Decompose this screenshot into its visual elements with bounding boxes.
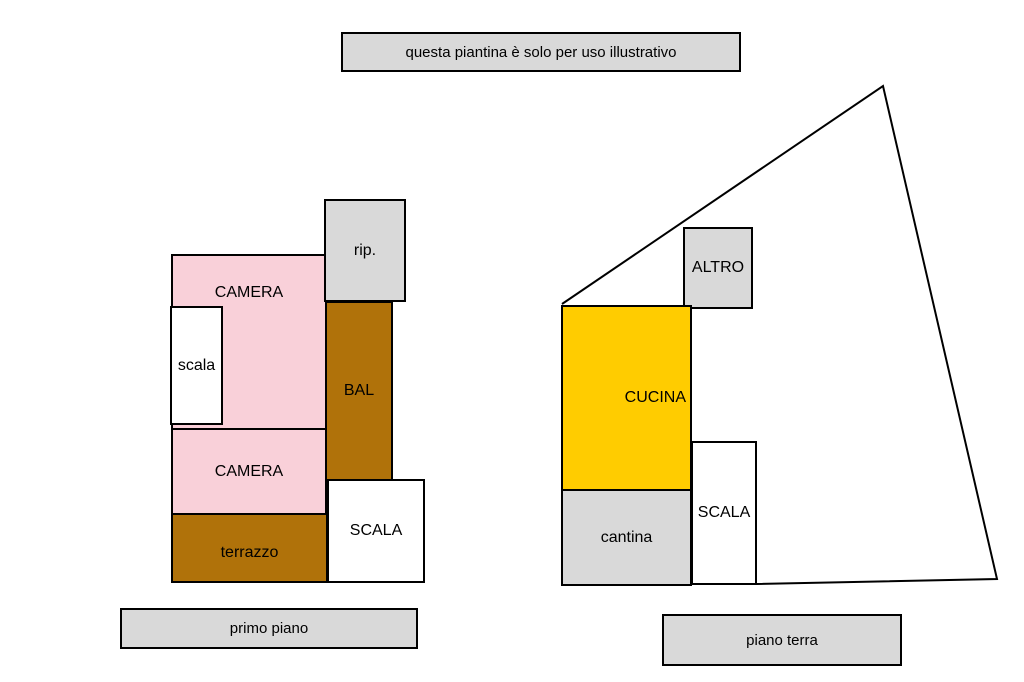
- first-floor-label: primo piano: [120, 608, 418, 649]
- room-altro: ALTRO: [683, 227, 753, 309]
- room-cucina: CUCINA: [561, 305, 692, 491]
- room-scala-small: scala: [170, 306, 223, 425]
- room-terrazzo: terrazzo: [171, 513, 328, 583]
- room-balcone: BAL: [325, 301, 393, 481]
- room-scala-ground-floor: SCALA: [691, 441, 757, 585]
- room-cantina: cantina: [561, 489, 692, 586]
- ground-floor-label: piano terra: [662, 614, 902, 666]
- room-ripostiglio: rip.: [324, 199, 406, 302]
- notice-label: questa piantina è solo per uso illustrat…: [341, 32, 741, 72]
- room-camera-bottom: CAMERA: [171, 428, 327, 516]
- room-scala-first-floor: SCALA: [327, 479, 425, 583]
